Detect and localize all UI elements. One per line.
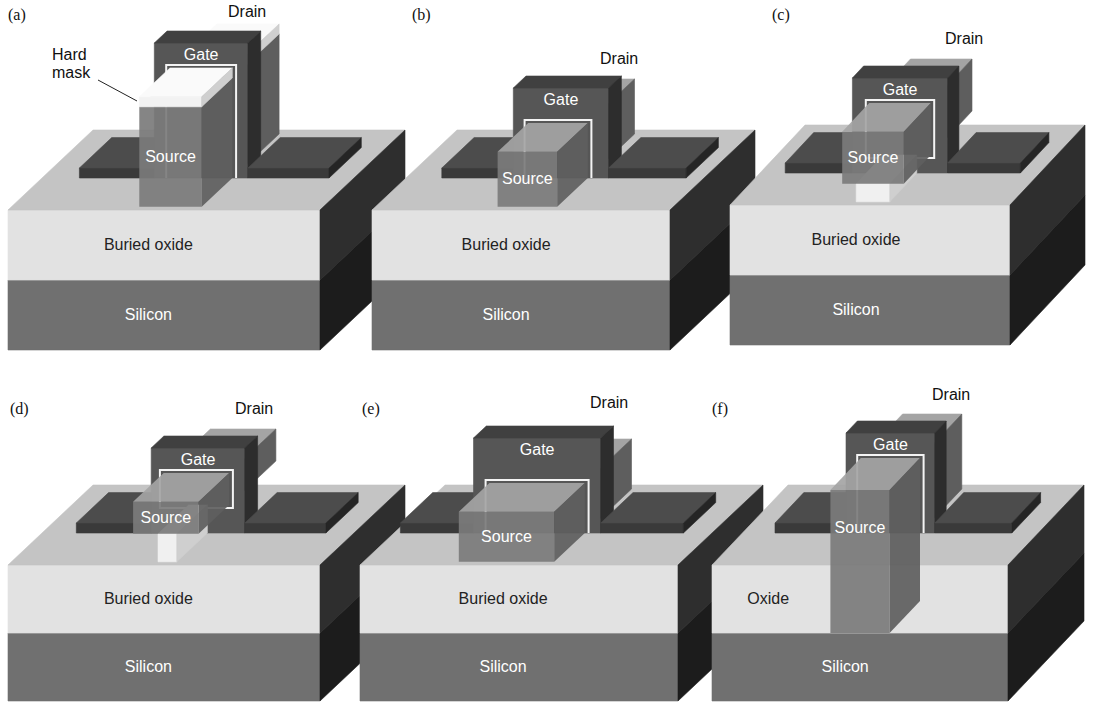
gate-pad-side bbox=[326, 493, 358, 533]
gate-label: Gate bbox=[873, 436, 908, 454]
gate-top bbox=[513, 76, 621, 88]
hard-mask-side bbox=[202, 68, 233, 107]
oxide-label: Buried oxide bbox=[462, 236, 551, 254]
oxide-layer-front bbox=[8, 210, 320, 280]
panel-letter: (a) bbox=[8, 6, 26, 24]
gate-pad-side bbox=[329, 138, 361, 178]
silicon-layer-front bbox=[8, 280, 320, 350]
fin-side bbox=[904, 103, 931, 184]
silicon-layer-front bbox=[360, 633, 678, 701]
fin-front bbox=[459, 512, 554, 562]
drain-label: Drain bbox=[600, 50, 638, 68]
source-label: Source bbox=[145, 148, 196, 166]
drain-label: Drain bbox=[590, 394, 628, 412]
source-label: Source bbox=[848, 149, 899, 167]
oxide-label: Buried oxide bbox=[812, 231, 901, 249]
oxide-layer-front bbox=[730, 205, 1010, 275]
source-label: Source bbox=[835, 519, 886, 537]
silicon-label: Silicon bbox=[822, 658, 869, 676]
silicon-label: Silicon bbox=[125, 658, 172, 676]
gate-label: Gate bbox=[544, 91, 579, 109]
silicon-label: Silicon bbox=[832, 301, 879, 319]
oxide-layer-front bbox=[372, 210, 670, 280]
gate-top bbox=[154, 31, 260, 43]
gate-pad-front bbox=[601, 523, 684, 533]
gate-pad-front bbox=[609, 168, 687, 178]
oxide-pedestal-front bbox=[856, 184, 890, 202]
fin-front bbox=[830, 490, 889, 633]
oxide-label: Buried oxide bbox=[104, 590, 193, 608]
fin-side bbox=[554, 483, 585, 562]
oxide-layer-front bbox=[360, 565, 678, 633]
drain-label: Drain bbox=[932, 386, 970, 404]
fin-side bbox=[890, 458, 920, 633]
fin-front bbox=[842, 132, 904, 184]
gate-label: Gate bbox=[184, 46, 219, 64]
silicon-layer-front bbox=[730, 275, 1010, 345]
gate-pad-front bbox=[935, 523, 1012, 533]
gate-pad-front bbox=[948, 163, 1021, 173]
fin-front bbox=[133, 502, 199, 534]
oxide-pedestal-front bbox=[158, 534, 177, 562]
drain-label: Drain bbox=[228, 3, 266, 21]
silicon-layer-front bbox=[8, 633, 320, 701]
panel-letter: (c) bbox=[772, 6, 790, 24]
silicon-layer-front bbox=[372, 280, 670, 350]
gate-top bbox=[846, 421, 946, 433]
gate-pad-side bbox=[686, 138, 718, 178]
panel-letter: (e) bbox=[362, 400, 380, 418]
hard-mask-label: Hard mask bbox=[52, 46, 96, 82]
gate-top bbox=[852, 66, 959, 78]
gate-top bbox=[151, 436, 257, 448]
gate-side bbox=[248, 31, 261, 178]
oxide-label: Oxide bbox=[747, 590, 789, 608]
oxide-label: Buried oxide bbox=[459, 590, 548, 608]
gate-pad-side bbox=[683, 493, 715, 533]
leader-line bbox=[98, 80, 137, 101]
source-label: Source bbox=[141, 509, 192, 527]
panel-letter: (b) bbox=[412, 6, 431, 24]
drain-label: Drain bbox=[235, 400, 273, 418]
silicon-layer-front bbox=[712, 633, 1008, 701]
silicon-label: Silicon bbox=[480, 658, 527, 676]
gate-pad-front bbox=[245, 523, 326, 533]
gate-label: Gate bbox=[883, 81, 918, 99]
drain-label: Drain bbox=[945, 30, 983, 48]
gate-label: Gate bbox=[520, 441, 555, 459]
hard-mask-front bbox=[139, 97, 201, 107]
gate-label: Gate bbox=[181, 451, 216, 469]
fin-side bbox=[199, 473, 230, 534]
fin-side bbox=[557, 123, 588, 207]
fin-front bbox=[139, 107, 201, 207]
silicon-label: Silicon bbox=[125, 306, 172, 324]
gate-top bbox=[474, 426, 614, 438]
oxide-layer-front bbox=[8, 565, 320, 633]
source-label: Source bbox=[502, 170, 553, 188]
oxide-label: Buried oxide bbox=[104, 236, 193, 254]
gate-pad-side bbox=[1012, 493, 1041, 533]
panel-letter: (f) bbox=[712, 400, 728, 418]
panel-letter: (d) bbox=[10, 400, 29, 418]
gate-pad-side bbox=[1020, 133, 1049, 173]
silicon-label: Silicon bbox=[483, 306, 530, 324]
gate-pad-front bbox=[248, 168, 329, 178]
fin-front bbox=[498, 152, 558, 207]
source-label: Source bbox=[481, 528, 532, 546]
